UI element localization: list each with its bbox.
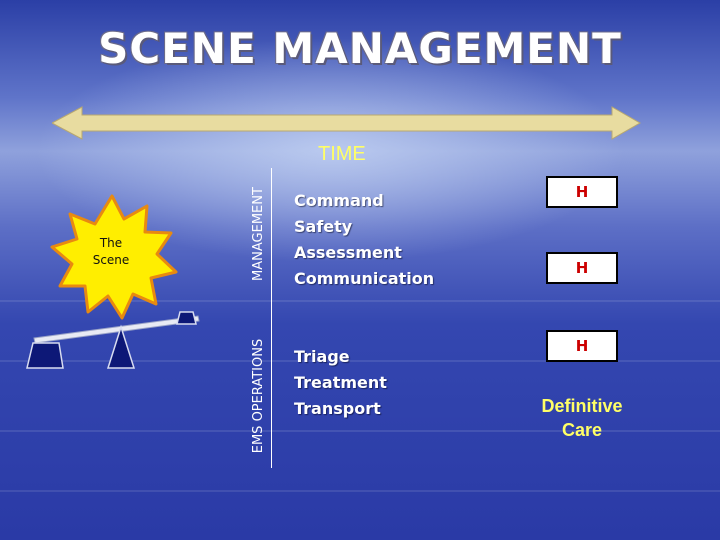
list-item: Communication — [294, 269, 435, 288]
balance-scale-icon — [26, 311, 200, 369]
water-reflection — [0, 360, 720, 362]
ems-operations-axis-label: EMS OPERATIONS — [251, 338, 266, 454]
scene-label-line: The — [99, 236, 123, 250]
hospital-box: H — [546, 330, 618, 362]
definitive-care-line: Care — [561, 420, 603, 440]
hospital-box: H — [546, 176, 618, 208]
hospital-box: H — [546, 252, 618, 284]
list-item: Transport — [294, 399, 381, 418]
scene-graphic — [26, 194, 200, 369]
definitive-care-line: Definitive — [541, 396, 623, 416]
scene-label: The Scene — [80, 235, 142, 269]
ems-list: Triage Treatment Transport — [294, 344, 387, 422]
scene-label-line: Scene — [92, 253, 130, 267]
list-item: Safety — [294, 217, 353, 236]
water-reflection — [0, 430, 720, 432]
slide-title: SCENE MANAGEMENT — [98, 24, 622, 73]
starburst-icon — [50, 194, 178, 320]
list-item: Triage — [294, 347, 350, 366]
double-arrow-icon — [52, 106, 642, 140]
list-item: Command — [294, 191, 384, 210]
management-axis-label: MANAGEMENT — [251, 187, 266, 281]
management-list: Command Safety Assessment Communication — [294, 188, 434, 292]
time-label: TIME — [318, 143, 366, 165]
water-reflection — [0, 300, 720, 302]
definitive-care-label: Definitive Care — [520, 394, 644, 442]
list-item: Assessment — [294, 243, 402, 262]
divider-line — [271, 168, 272, 468]
list-item: Treatment — [294, 373, 387, 392]
water-reflection — [0, 490, 720, 492]
